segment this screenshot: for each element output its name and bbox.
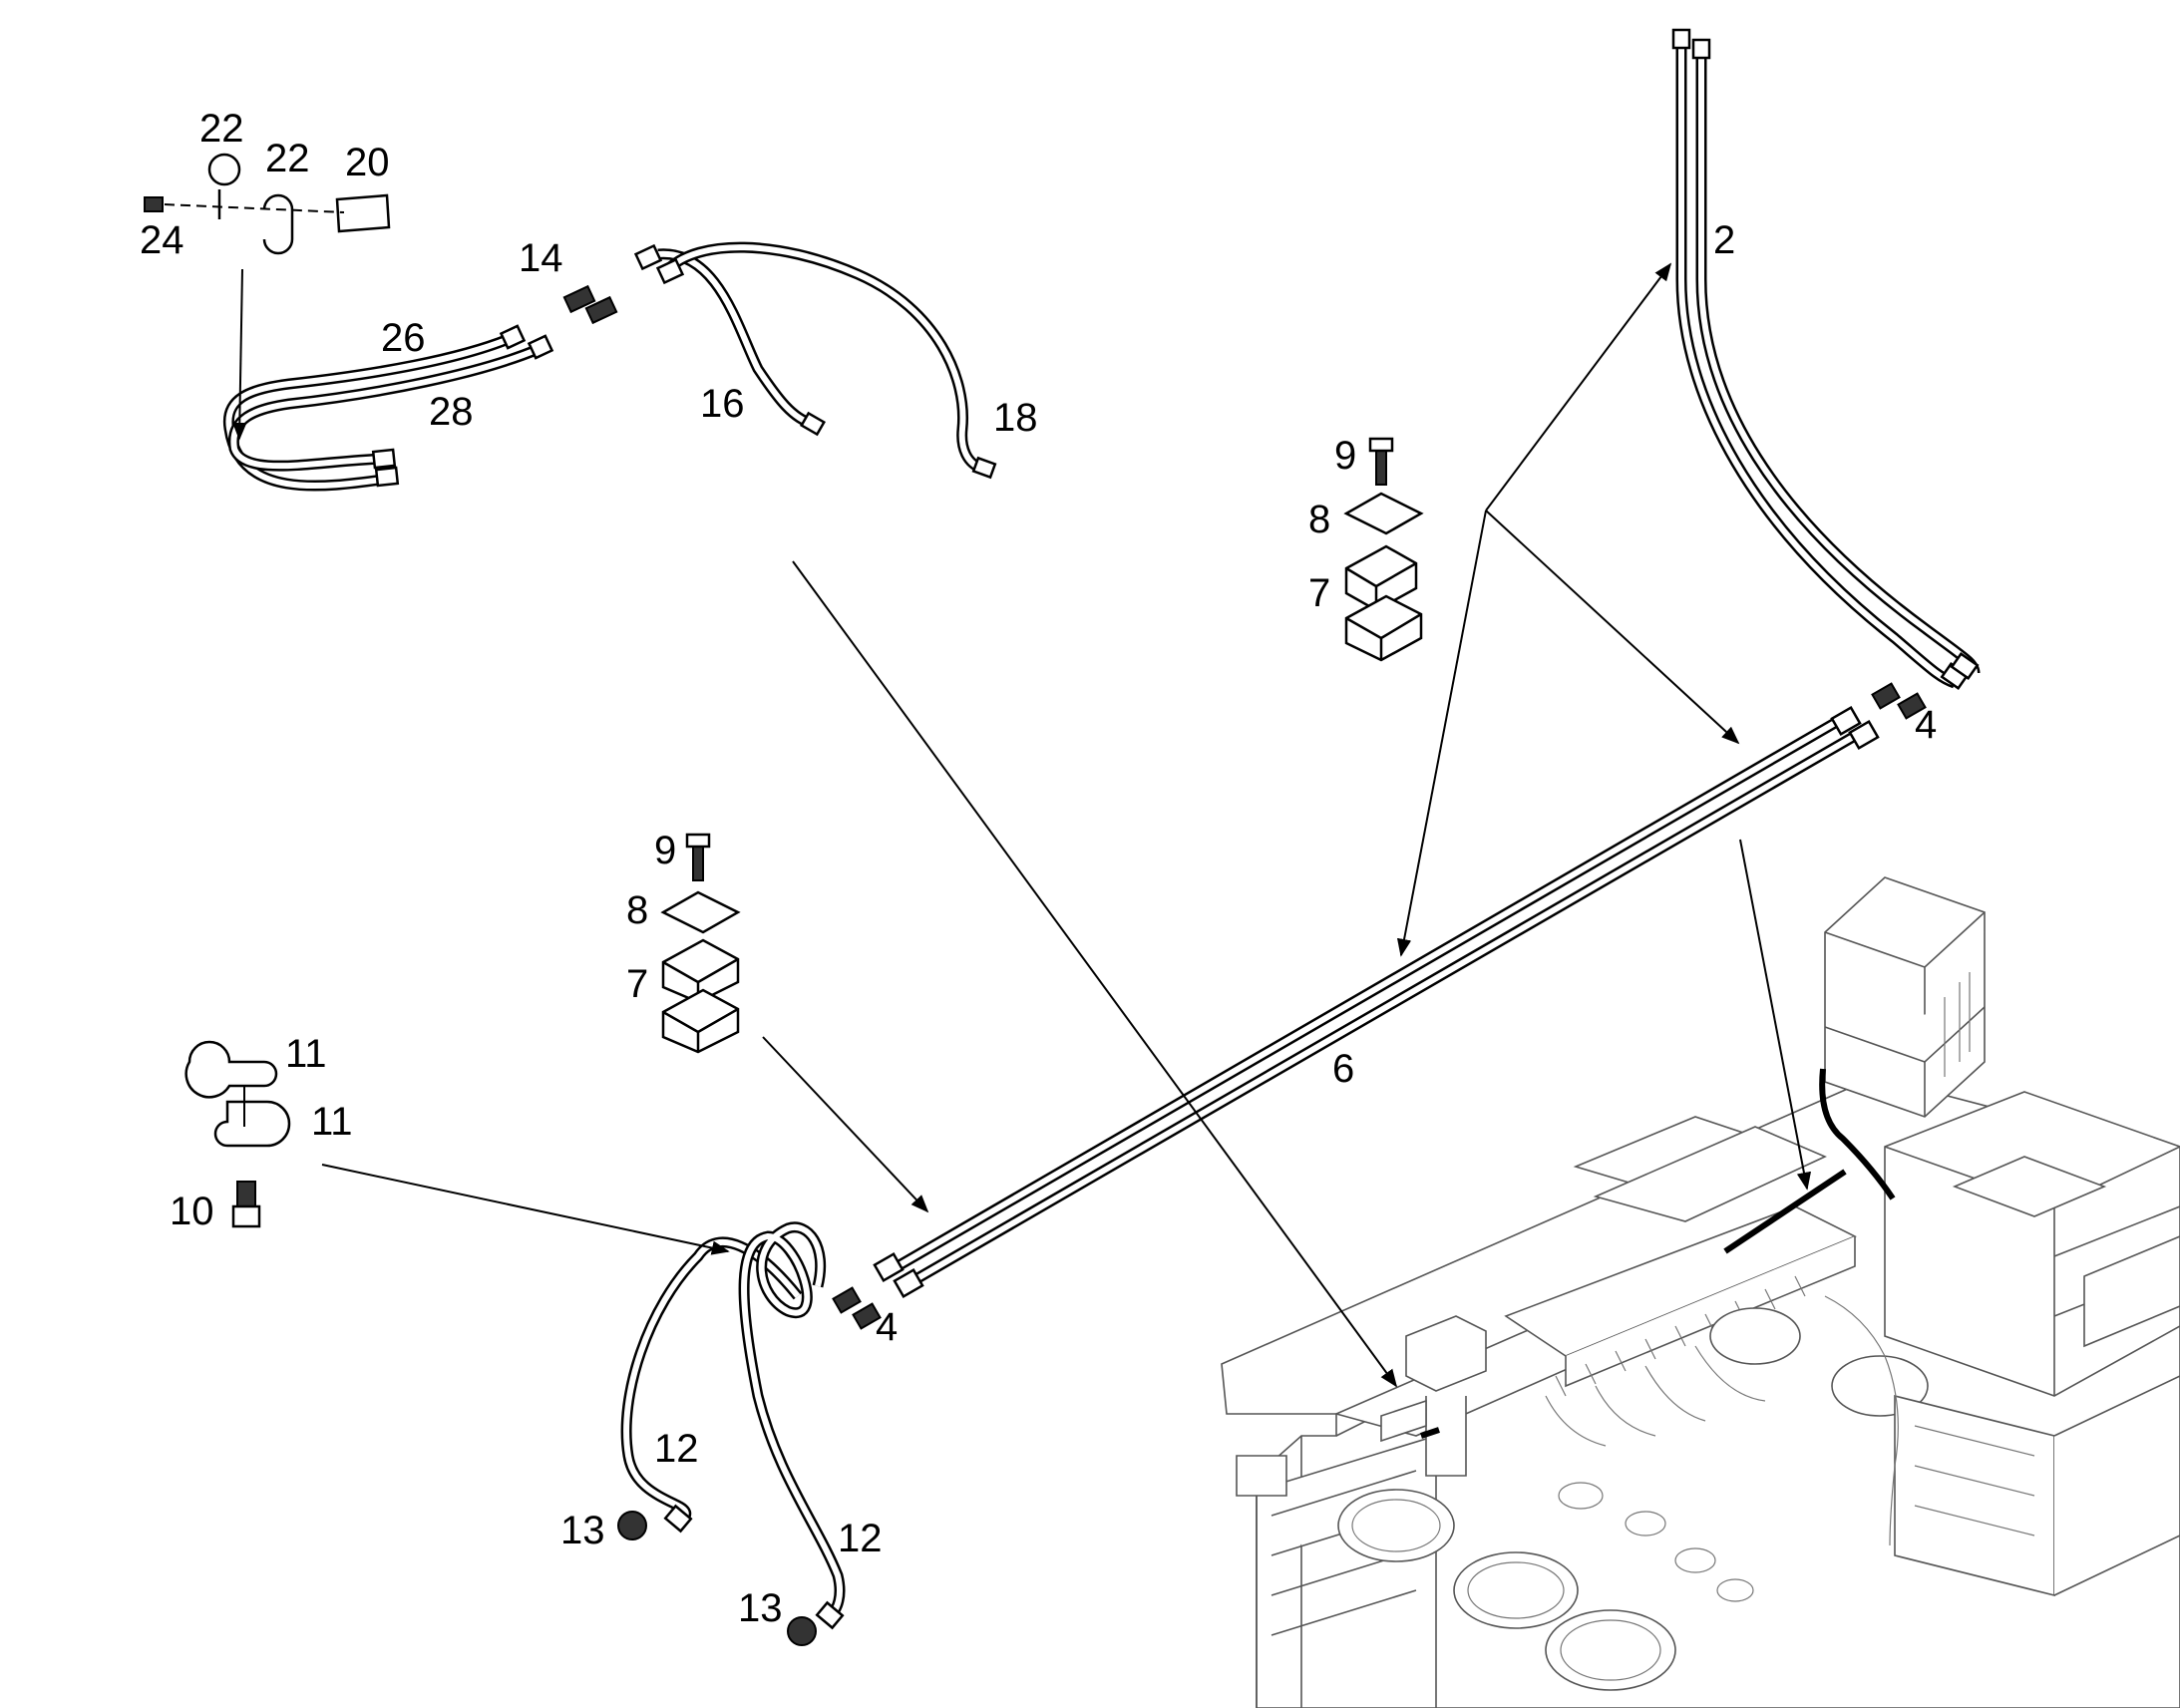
callout-11-upper: 11	[285, 1032, 327, 1076]
callout-20: 20	[345, 141, 390, 184]
callout-12-left: 12	[654, 1427, 699, 1471]
clamp-parts-20-22-24	[144, 153, 391, 255]
callout-labels: 22 22 20 24 14 26 28 16 18 2 9 8 7 4 9 8…	[140, 107, 1937, 1630]
cap-screw-10	[231, 1181, 261, 1228]
callout-16: 16	[700, 382, 745, 426]
callout-28: 28	[429, 390, 474, 434]
adapter-fittings-4-lower	[832, 1286, 882, 1330]
hose-6	[873, 705, 1880, 1299]
callout-4-lower: 4	[876, 1305, 898, 1349]
callout-7-upper: 7	[1308, 571, 1330, 615]
hose-clamp-11-pair	[184, 1040, 291, 1148]
clamp-stack-lower	[660, 833, 741, 1054]
callout-14: 14	[519, 236, 563, 280]
callout-9-upper: 9	[1334, 434, 1356, 478]
hose-12-right	[738, 1221, 846, 1630]
callout-8-lower: 8	[626, 888, 648, 932]
callout-13-right: 13	[738, 1586, 783, 1630]
callout-6: 6	[1332, 1047, 1354, 1091]
callout-24: 24	[140, 218, 184, 262]
clamp-stack-upper	[1343, 437, 1424, 662]
hose-16	[657, 248, 827, 437]
callout-9-lower: 9	[654, 829, 676, 872]
callout-26: 26	[381, 316, 426, 360]
hose-26-28-assembly	[222, 324, 554, 492]
callout-11-lower: 11	[311, 1100, 353, 1144]
callout-22-a: 22	[199, 107, 244, 151]
plug-fittings-13	[617, 1511, 818, 1646]
callout-13-left: 13	[560, 1509, 605, 1552]
hose-18	[664, 241, 997, 480]
callout-7-lower: 7	[626, 962, 648, 1006]
callout-10: 10	[170, 1190, 214, 1233]
leader-lines	[232, 262, 1812, 1388]
adapter-fittings-14	[562, 243, 685, 325]
callout-22-b: 22	[265, 137, 310, 180]
adapter-fittings-4-upper	[1871, 682, 1927, 720]
installed-hose-routing	[1420, 1068, 1896, 1439]
callout-18: 18	[993, 396, 1038, 440]
machine-frame-assembly	[1221, 876, 2180, 1708]
callout-12-right: 12	[838, 1517, 883, 1560]
callout-2: 2	[1713, 218, 1735, 262]
callout-4-upper: 4	[1915, 703, 1937, 747]
hose-12-left	[620, 1236, 803, 1534]
hose-2	[1671, 28, 1981, 691]
callout-8-upper: 8	[1308, 498, 1330, 541]
